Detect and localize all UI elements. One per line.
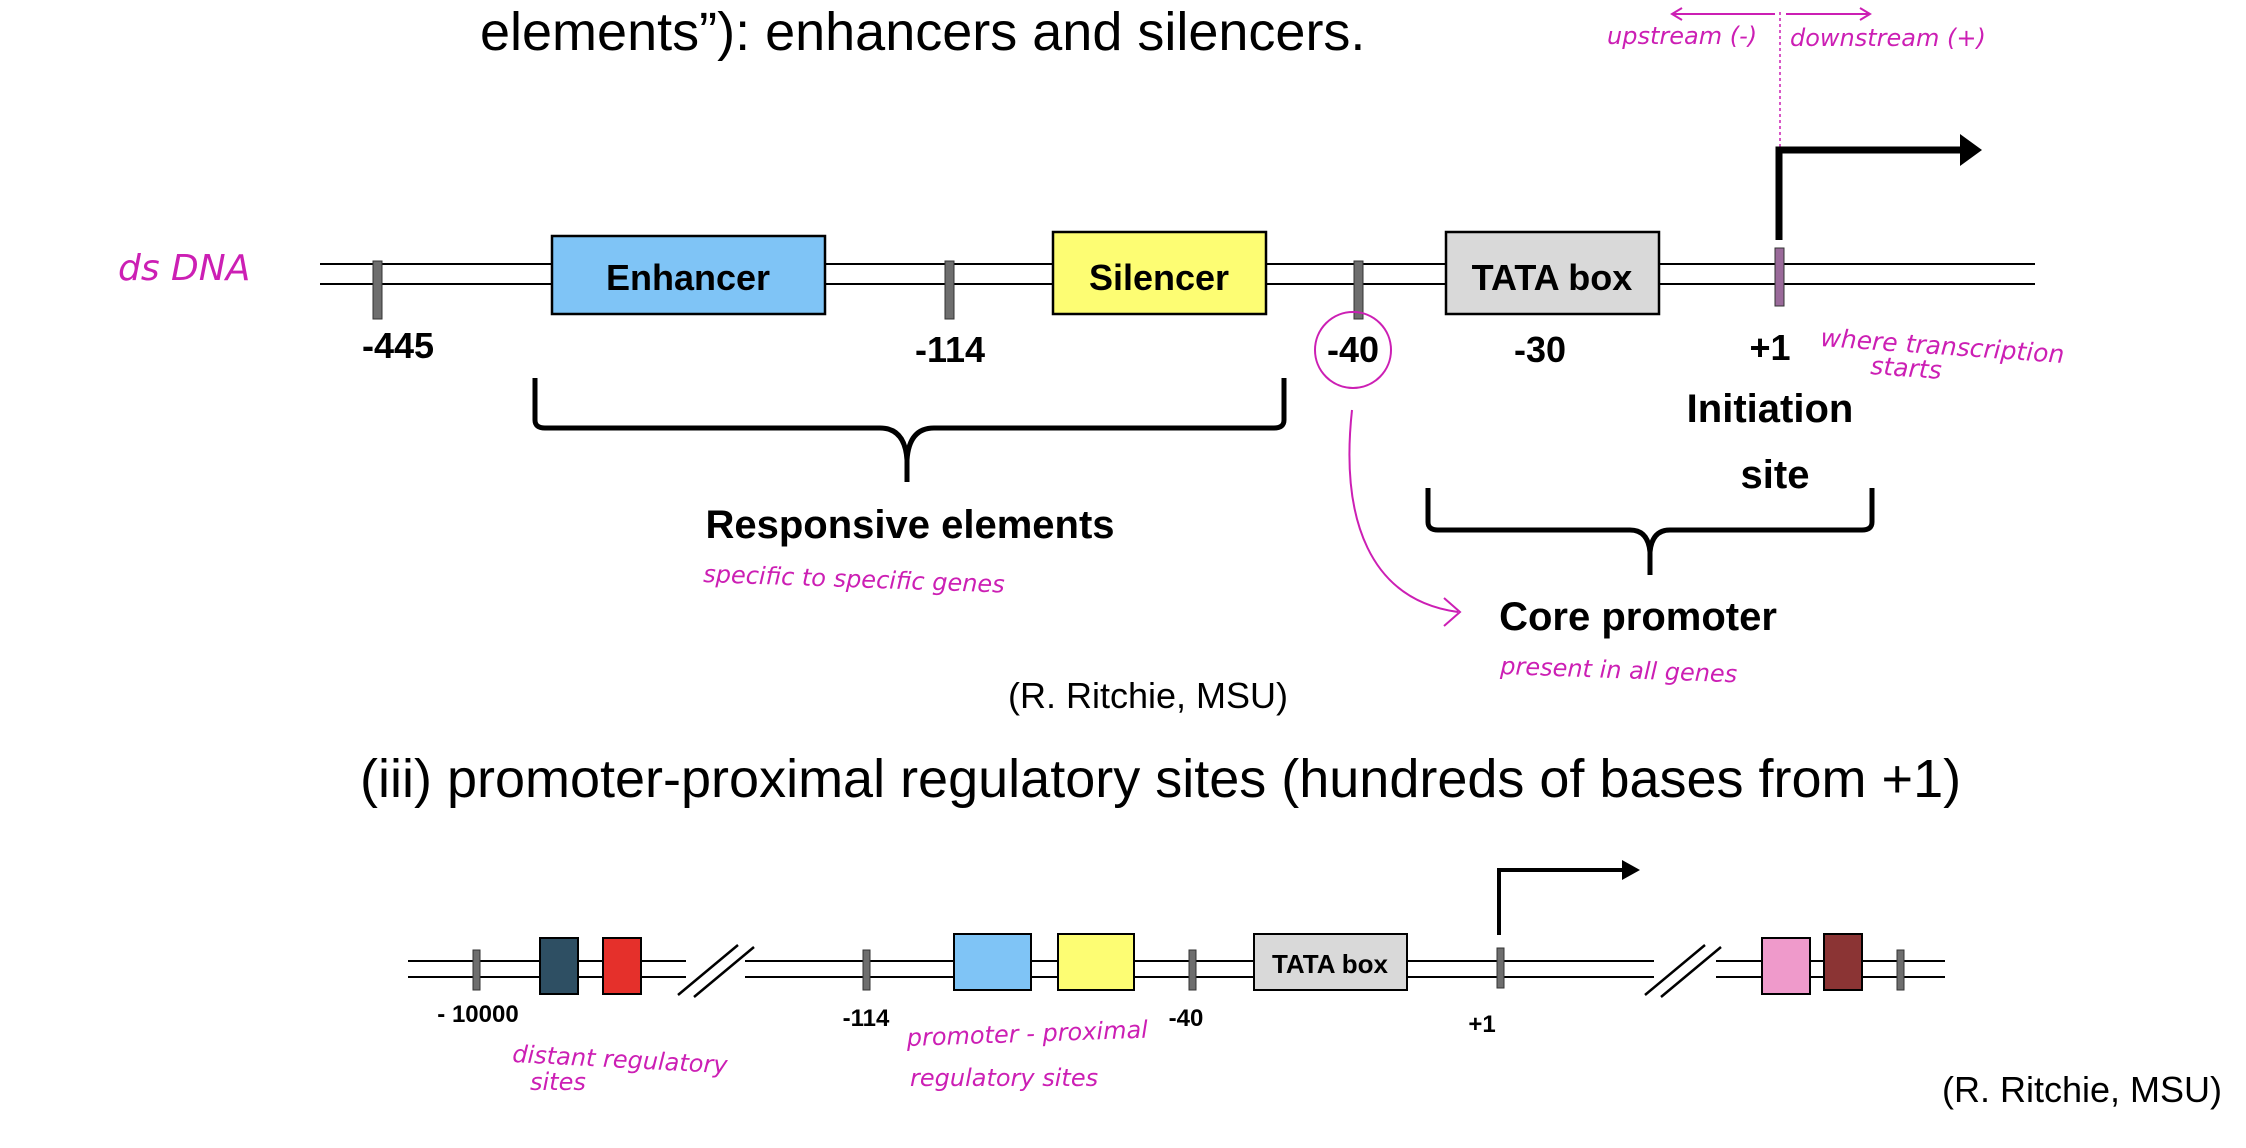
tata-box — [1444, 230, 1661, 316]
core-promoter-pointer-icon — [1348, 409, 1462, 627]
tata-box-bottom — [1253, 933, 1408, 991]
distal-sites-note-line2: sites — [530, 1068, 586, 1096]
direction-annotation: upstream (-) downstream (+) — [1607, 7, 1986, 235]
tata-label: TATA box — [1472, 257, 1633, 298]
tick-plus1-bottom — [1496, 947, 1505, 989]
top-dna-diagram: ds DNA Enhancer Silencer TATA box -445 -… — [118, 134, 2065, 716]
top-credit: (R. Ritchie, MSU) — [1008, 675, 1288, 716]
bottom-dna-diagram: TATA box - 10000 -114 -40 +1 distant reg… — [408, 860, 2222, 1110]
proximal-site-box-blue — [953, 933, 1032, 991]
core-promoter-label: Core promoter — [1499, 595, 1777, 639]
distal-site-box-red — [602, 937, 642, 995]
tick-114-bottom — [862, 949, 871, 991]
section-heading: (iii) promoter-proximal regulatory sites… — [360, 749, 1961, 809]
position-40-bottom: -40 — [1169, 1005, 1204, 1032]
position-plus1: +1 — [1749, 327, 1790, 368]
responsive-elements-brace — [532, 378, 1287, 482]
position-40-highlight-circle — [1314, 311, 1392, 389]
core-promoter-note: present in all genes — [1499, 652, 1738, 688]
downstream-arrow-icon — [1786, 7, 1872, 21]
upstream-arrow-icon — [1670, 7, 1775, 21]
silencer-box — [1051, 230, 1268, 316]
bottom-credit: (R. Ritchie, MSU) — [1942, 1069, 2222, 1110]
position-114: -114 — [915, 329, 985, 370]
tick-40-bottom — [1188, 949, 1197, 991]
transcription-arrow-icon — [1775, 146, 1965, 240]
position-445: -445 — [362, 325, 434, 366]
enhancer-label: Enhancer — [606, 257, 770, 298]
strand-break-icon — [1644, 944, 1722, 998]
downstream-label: downstream (+) — [1790, 24, 1986, 52]
tick-114 — [944, 260, 955, 320]
downstream-site-box-pink — [1761, 937, 1811, 995]
tata-label-bottom: TATA box — [1272, 949, 1389, 979]
responsive-elements-note: specific to specific genes — [703, 560, 1005, 599]
tick-445 — [372, 260, 383, 320]
enhancer-box — [550, 234, 827, 316]
ds-dna-label: ds DNA — [118, 248, 250, 289]
initiation-site-line2: site — [1741, 453, 1810, 497]
transcription-start-note-line2: starts — [1870, 351, 1943, 385]
proximal-sites-note-line1: promoter - proximal — [905, 1016, 1148, 1052]
upstream-label: upstream (-) — [1607, 22, 1757, 50]
transcription-start-note-line1: where transcription — [1820, 323, 2066, 369]
proximal-sites-note-line2: regulatory sites — [910, 1064, 1098, 1092]
silencer-label: Silencer — [1089, 257, 1229, 298]
position-10000: - 10000 — [437, 1001, 518, 1028]
tick-end — [1896, 949, 1905, 991]
position-30: -30 — [1514, 329, 1566, 370]
transcription-arrow-bottom-icon — [1497, 868, 1626, 935]
strand-break-icon — [677, 944, 755, 998]
responsive-elements-label: Responsive elements — [705, 503, 1114, 547]
distal-site-box-dark — [539, 937, 579, 995]
core-promoter-brace — [1425, 488, 1875, 575]
header-text: elements”): enhancers and silencers. — [480, 2, 1365, 62]
position-40: -40 — [1327, 329, 1379, 370]
tick-40 — [1353, 260, 1364, 320]
position-114-bottom: -114 — [843, 1005, 890, 1032]
initiation-site-line1: Initiation — [1687, 387, 1854, 431]
tick-plus1 — [1774, 247, 1785, 307]
tick-10000 — [472, 949, 481, 991]
downstream-site-box-maroon — [1823, 933, 1863, 991]
proximal-site-box-yellow — [1057, 933, 1135, 991]
position-plus1-bottom: +1 — [1468, 1011, 1495, 1038]
